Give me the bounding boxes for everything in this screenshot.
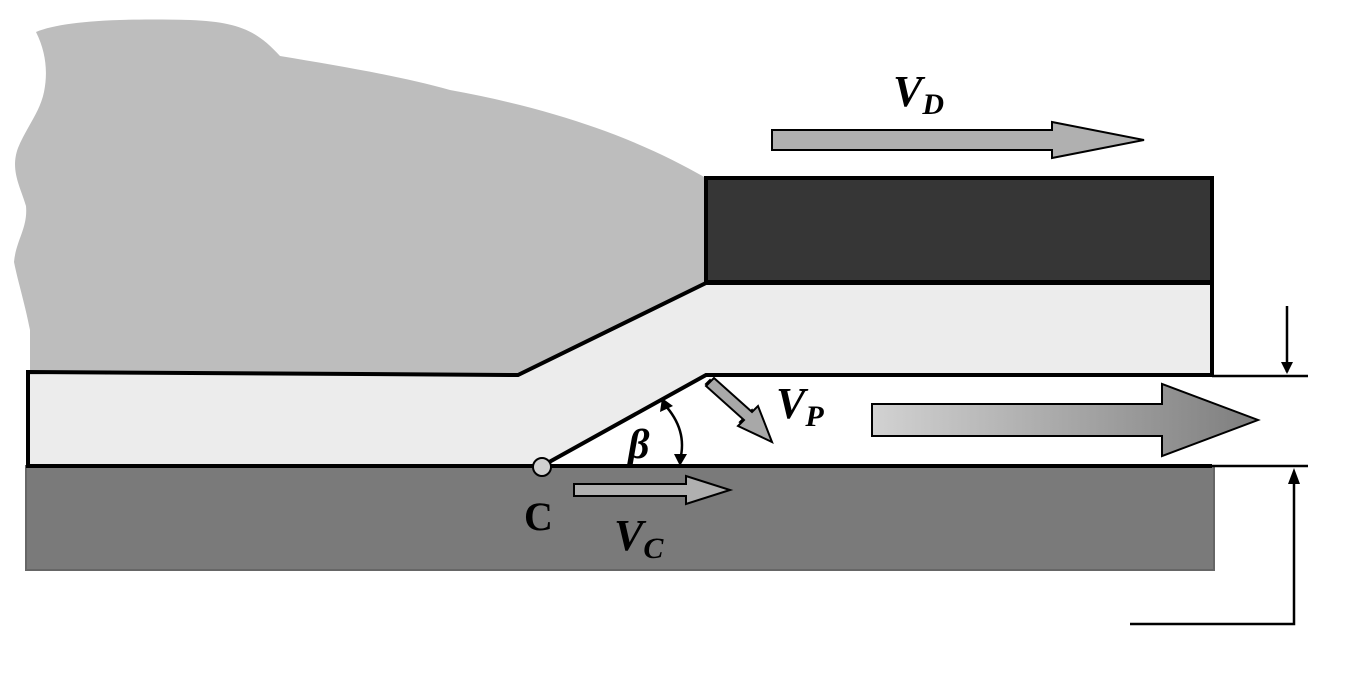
collision-velocity-symbol: V (614, 511, 647, 560)
angle-beta-arrowhead-top (660, 398, 673, 412)
detonation-velocity-symbol: V (893, 67, 926, 116)
collision-velocity-label: VC (614, 511, 664, 565)
angle-beta-arc (663, 403, 684, 461)
angle-beta-arrowhead-bottom (674, 454, 687, 466)
plate-velocity-subscript: P (804, 400, 824, 433)
jet-flow-arrow (871, 382, 1261, 458)
dimension-leader (1130, 482, 1296, 626)
collision-point-marker (532, 457, 552, 477)
plate-velocity-symbol: V (776, 379, 809, 428)
detonation-velocity-label: VD (893, 67, 944, 121)
dimension-arrow-up-head (1288, 468, 1300, 484)
detonation-velocity-subscript: D (921, 88, 944, 121)
collision-velocity-subscript: C (643, 532, 664, 565)
collision-velocity-arrow (573, 474, 734, 506)
plate-velocity-arrow-body (704, 376, 774, 444)
collision-point-label: C (524, 494, 553, 539)
collision-angle-label: β (626, 422, 650, 468)
detonation-velocity-arrow (771, 120, 1145, 160)
explosive-charge (14, 19, 706, 375)
plate-velocity-label: VP (776, 379, 824, 433)
buffer-block (704, 176, 1214, 284)
